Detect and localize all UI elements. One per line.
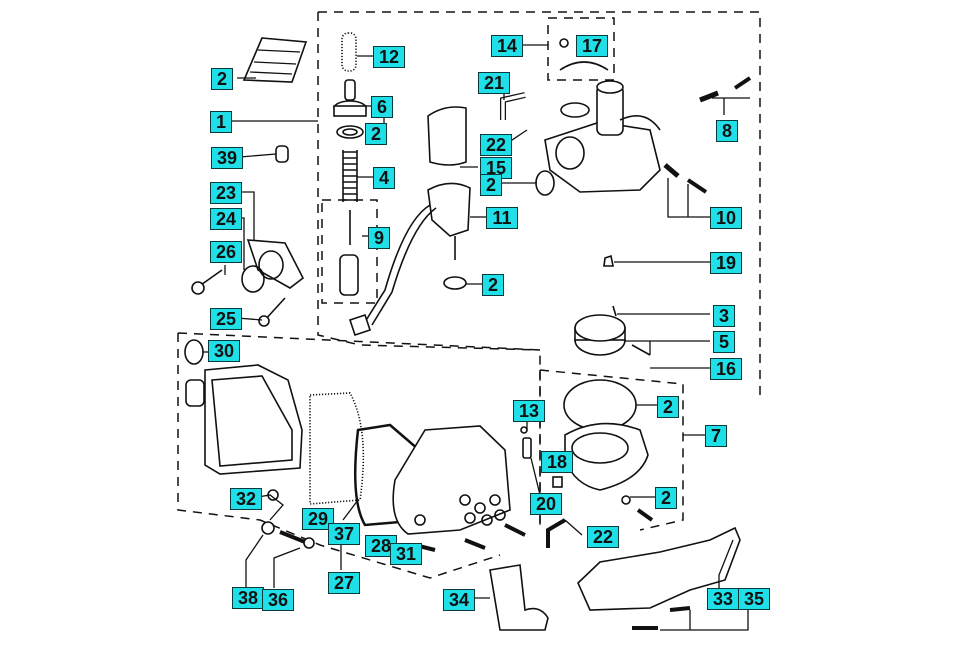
callout-38: 38	[232, 587, 264, 609]
airbox-o-ring-part	[184, 339, 204, 365]
callout-36: 36	[262, 589, 294, 611]
clip-part	[612, 305, 617, 317]
callout-29: 29	[302, 508, 334, 530]
drain-screw-part	[621, 495, 631, 505]
callout-11: 11	[486, 207, 518, 229]
air-filter-element-part	[309, 392, 365, 505]
throttle-piston-parts	[333, 32, 367, 202]
plug-part	[275, 145, 289, 163]
callout-5: 5	[713, 331, 735, 353]
callout-37: 37	[328, 523, 360, 545]
bracket-part	[546, 518, 567, 548]
intake-duct-part	[489, 564, 549, 631]
callout-25: 25	[210, 308, 242, 330]
callout-2-carb: 2	[480, 174, 502, 196]
callout-2-drain: 2	[655, 487, 677, 509]
callout-10: 10	[710, 207, 742, 229]
callout-26: 26	[210, 241, 242, 263]
duct-bolt-part	[669, 606, 691, 612]
airbox-cover-part	[392, 425, 511, 535]
gasket-set-part	[242, 37, 308, 83]
o-ring-part	[535, 170, 555, 196]
callout-28: 28	[365, 535, 397, 557]
throttle-plate-part	[574, 314, 626, 356]
callout-6: 6	[371, 96, 393, 118]
jet-needle-part	[339, 210, 359, 296]
callout-16: 16	[710, 358, 742, 380]
callout-18: 18	[541, 451, 573, 473]
cover-screw-part	[464, 538, 486, 550]
callout-8: 8	[716, 120, 738, 142]
bolt-part-36	[279, 530, 306, 544]
auto-choke-part	[348, 182, 471, 337]
bolt-part-26	[191, 269, 223, 295]
callout-21: 21	[478, 72, 510, 94]
callout-9: 9	[368, 227, 390, 249]
callout-13: 13	[513, 400, 545, 422]
callout-3: 3	[713, 305, 735, 327]
leader-lines	[203, 44, 750, 631]
air-duct-part	[577, 526, 741, 611]
callout-7: 7	[705, 425, 727, 447]
cap-bracket-part	[559, 38, 609, 71]
washer-part	[520, 426, 528, 434]
callout-15: 15	[480, 157, 512, 179]
nut-part	[603, 254, 614, 267]
airbox-group-outline	[177, 332, 541, 579]
callout-1: 1	[210, 111, 232, 133]
jet-group-outline	[321, 199, 378, 304]
callout-23: 23	[210, 182, 242, 204]
carburetor-body-part	[544, 80, 661, 193]
intake-manifold-part	[241, 239, 305, 293]
airbox-housing-part	[185, 364, 303, 475]
pin-part	[631, 344, 651, 356]
callout-2-choke: 2	[482, 274, 504, 296]
callout-27: 27	[328, 572, 360, 594]
callout-4: 4	[373, 167, 395, 189]
callout-34: 34	[443, 589, 475, 611]
callout-2-bowl-gasket: 2	[657, 396, 679, 418]
float-bowl-part	[564, 422, 649, 491]
callout-22-bottom: 22	[587, 526, 619, 548]
callout-33: 33	[707, 588, 739, 610]
cover-part	[427, 106, 467, 166]
callout-2-gasket-set: 2	[211, 68, 233, 90]
adjust-screws-part-8	[699, 76, 752, 103]
callout-22-top: 22	[480, 134, 512, 156]
callout-2-washer: 2	[365, 123, 387, 145]
callout-19: 19	[710, 252, 742, 274]
callout-14: 14	[491, 35, 523, 57]
cap-group-outline	[547, 17, 615, 81]
o-ring-part	[443, 276, 467, 290]
callout-31: 31	[390, 543, 422, 565]
screw-part	[552, 476, 563, 488]
callout-24: 24	[210, 208, 242, 230]
washer-part-38	[261, 521, 275, 535]
callout-35: 35	[738, 588, 770, 610]
callout-30: 30	[208, 340, 240, 362]
callout-20: 20	[530, 493, 562, 515]
jet-part	[522, 437, 532, 459]
callout-12: 12	[373, 46, 405, 68]
bolt-part-25	[258, 297, 286, 327]
callout-17: 17	[576, 35, 608, 57]
adjust-screws-part-10	[663, 163, 708, 194]
callout-39: 39	[211, 147, 243, 169]
carburetor-group-outline	[317, 11, 761, 395]
callout-32: 32	[230, 488, 262, 510]
cover-screw-part	[504, 523, 526, 537]
bowl-gasket-part	[563, 379, 637, 431]
